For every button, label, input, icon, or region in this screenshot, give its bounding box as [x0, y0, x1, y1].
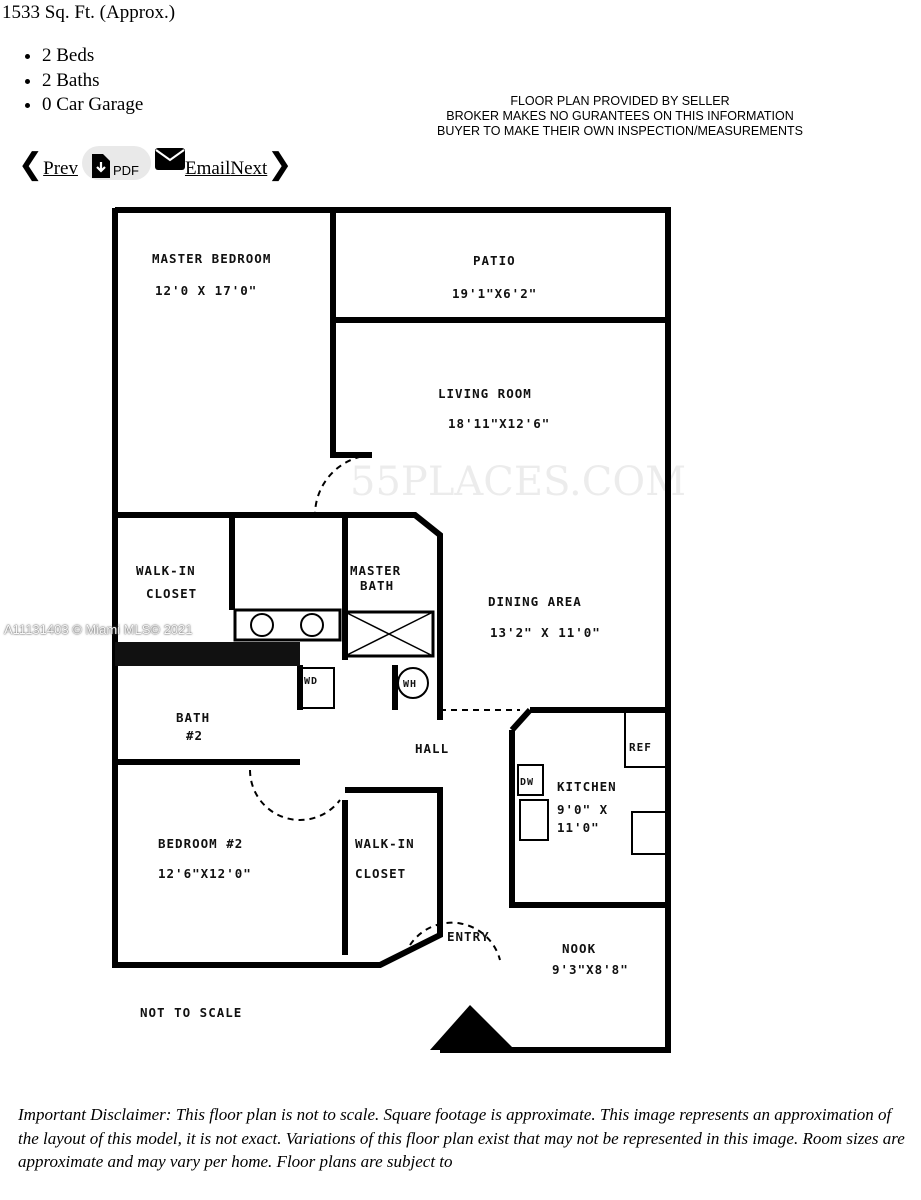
room-size: 12'0 X 17'0": [155, 283, 257, 298]
room-size: 9'3"X8'8": [552, 962, 629, 977]
walk-in-closet-label: WALK-IN: [355, 836, 415, 851]
room-size: 11'0": [557, 820, 600, 835]
hall-label: HALL: [415, 741, 449, 756]
room-name: PATIO: [473, 253, 516, 268]
entry-label: ENTRY: [447, 929, 490, 944]
ref-label: REF: [629, 741, 652, 754]
file-download-icon: [91, 154, 110, 178]
room-name: MASTER BEDROOM: [152, 251, 271, 266]
room-name: LIVING ROOM: [438, 386, 532, 401]
mls-watermark: A11131403 © Miami MLS© 2021: [4, 622, 193, 637]
counter-band: [115, 642, 300, 666]
room-name: BEDROOM #2: [158, 836, 243, 851]
square-footage: 1533 Sq. Ft. (Approx.): [2, 2, 176, 23]
chevron-right-icon[interactable]: ❯: [267, 147, 293, 182]
walls: [112, 207, 671, 1053]
room-size: 9'0" X: [557, 802, 608, 817]
pdf-button[interactable]: PDF: [81, 146, 151, 180]
dishwasher: [517, 764, 544, 796]
disclaimer: Important Disclaimer: This floor plan is…: [18, 1105, 905, 1171]
room-size: 13'2" X 11'0": [490, 625, 601, 640]
dw-label: DW: [520, 777, 534, 788]
wh-label: WH: [403, 679, 417, 690]
features-list: 2 Beds 2 Baths 0 Car Garage: [20, 44, 143, 118]
room-size: 12'6"X12'0": [158, 866, 252, 881]
master-bath-label: BATH: [360, 578, 394, 593]
walk-in-closet-label: WALK-IN: [136, 563, 196, 578]
notice-line: BUYER TO MAKE THEIR OWN INSPECTION/MEASU…: [436, 124, 804, 138]
notice-line: FLOOR PLAN PROVIDED BY SELLER: [510, 94, 730, 108]
pdf-label: PDF: [112, 163, 139, 178]
water-heater: [397, 667, 429, 699]
room-name: KITCHEN: [557, 779, 617, 794]
next-link[interactable]: Next: [230, 158, 268, 179]
stove: [631, 811, 667, 855]
not-to-scale-label: NOT TO SCALE: [140, 1005, 242, 1020]
bath2-label: #2: [186, 728, 203, 743]
sink-icon: [300, 613, 324, 637]
feature-garage: 0 Car Garage: [42, 93, 143, 118]
seller-notice: FLOOR PLAN PROVIDED BY SELLER BROKER MAK…: [400, 94, 840, 139]
walk-in-closet-label: CLOSET: [146, 586, 197, 601]
room-size: 19'1"X6'2": [452, 286, 537, 301]
room-labels: MASTER BEDROOM 12'0 X 17'0" PATIO 19'1"X…: [136, 251, 652, 1020]
room-name: DINING AREA: [488, 594, 582, 609]
vanity: [233, 608, 342, 642]
bath2-label: BATH: [176, 710, 210, 725]
prev-link[interactable]: Prev: [43, 158, 78, 179]
feature-baths: 2 Baths: [42, 69, 143, 94]
room-name: NOOK: [562, 941, 596, 956]
room-size: 18'11"X12'6": [448, 416, 550, 431]
washer-dryer: [297, 667, 335, 709]
refrigerator: [624, 711, 668, 768]
envelope-icon[interactable]: [154, 148, 185, 170]
sink-icon: [250, 613, 274, 637]
chevron-left-icon[interactable]: ❮: [18, 147, 44, 182]
feature-beds: 2 Beds: [42, 44, 143, 69]
wd-label: WD: [304, 676, 318, 687]
email-link[interactable]: Email: [184, 158, 231, 179]
shower: [343, 610, 435, 658]
master-bath-label: MASTER: [350, 563, 401, 578]
walk-in-closet-label: CLOSET: [355, 866, 406, 881]
entry-marker: [430, 1005, 515, 1050]
kitchen-sink: [519, 799, 549, 841]
floor-plan: 55PLACES.COM MASTER BEDROOM 12'0 X 17'0"…: [112, 207, 686, 1053]
notice-line: BROKER MAKES NO GURANTEES ON THIS INFORM…: [446, 109, 794, 123]
floorplan-watermark: 55PLACES.COM: [350, 459, 686, 505]
